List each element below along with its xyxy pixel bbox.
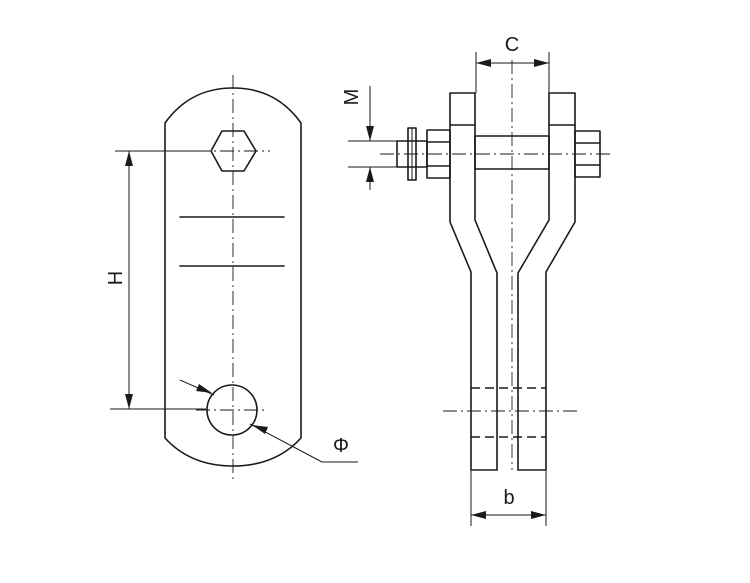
dimension-label-h: H <box>105 271 127 285</box>
dimension-phi: Φ <box>179 379 358 463</box>
dimension-label-b: b <box>503 487 514 509</box>
dimension-label-phi: Φ <box>333 435 349 457</box>
dimension-label-c: C <box>505 34 519 56</box>
left-prong <box>449 92 498 471</box>
right-prong <box>517 92 576 471</box>
side-view-clevis <box>380 60 612 471</box>
dimension-h: H <box>105 150 208 410</box>
front-view-plate <box>164 75 302 482</box>
dimension-label-m: M <box>341 89 363 106</box>
dimension-c: C <box>475 34 550 93</box>
dimension-m: M <box>341 86 397 190</box>
dimension-b: b <box>470 470 547 526</box>
plate-outline <box>164 87 302 467</box>
